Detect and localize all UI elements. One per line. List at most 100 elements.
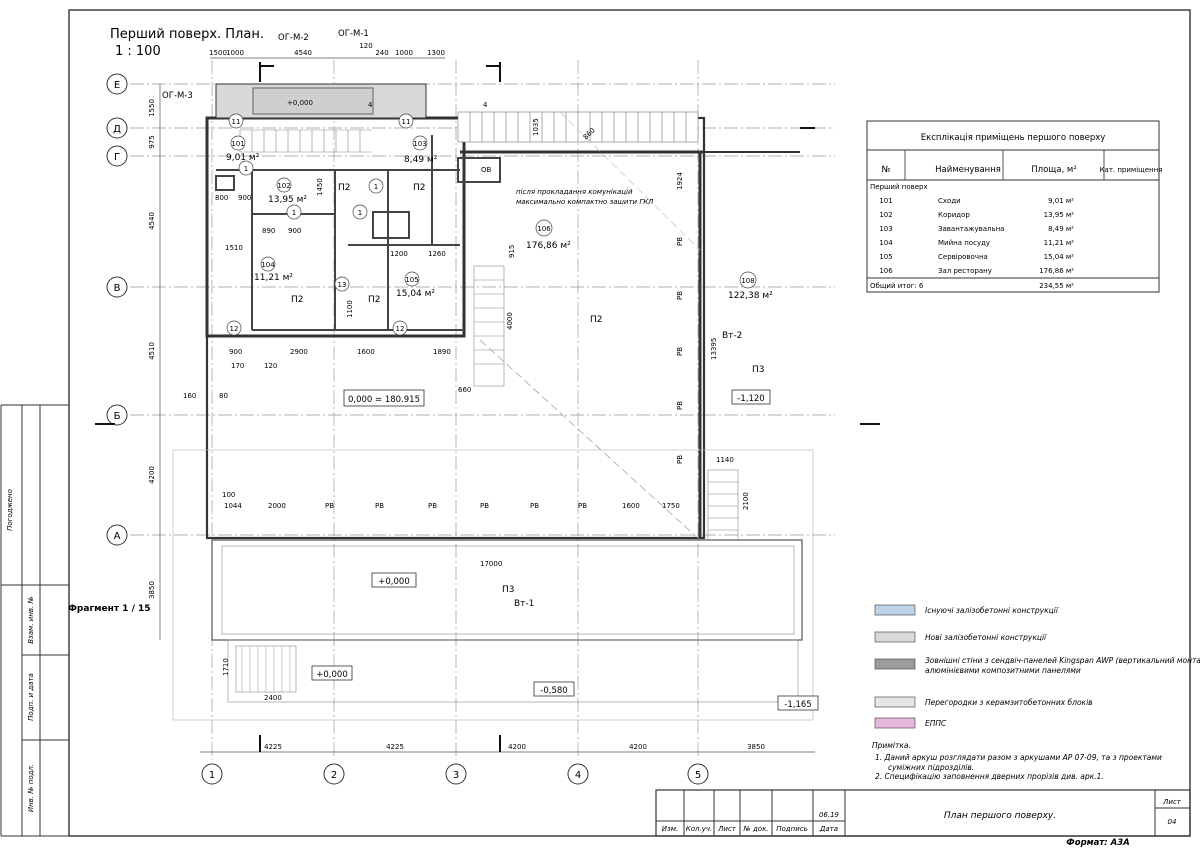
level-top: +0,000 xyxy=(287,99,313,107)
axis-v: В xyxy=(114,283,121,294)
level-main: 0,000 = 180.915 xyxy=(348,395,420,405)
level-terrace: +0,000 xyxy=(378,577,409,587)
svg-text:1924: 1924 xyxy=(676,172,684,190)
svg-text:1890: 1890 xyxy=(433,348,451,356)
axis-3: 3 xyxy=(453,770,459,781)
axis-5: 5 xyxy=(695,770,701,781)
svg-text:Завантажувальна: Завантажувальна xyxy=(938,225,1004,233)
building-outline xyxy=(205,116,800,540)
svg-text:12: 12 xyxy=(396,325,405,333)
svg-text:П2: П2 xyxy=(413,183,426,193)
axis-grid-lines xyxy=(130,60,835,760)
svg-text:915: 915 xyxy=(508,245,516,258)
bottom-dimension-chain: 4225 4225 4200 4200 3850 xyxy=(200,743,815,753)
top-dimension-chain: 1500 1000 4540 120 240 1000 1300 xyxy=(209,42,445,59)
svg-text:1. Даний аркуш розглядати раз: 1. Даний аркуш розглядати разом з аркуша… xyxy=(875,753,1162,762)
svg-text:ОВ: ОВ xyxy=(481,166,492,174)
axis-g: Г xyxy=(114,152,120,163)
svg-text:1100: 1100 xyxy=(346,300,354,318)
svg-text:П2: П2 xyxy=(590,315,603,325)
axis-1: 1 xyxy=(209,770,215,781)
svg-text:170: 170 xyxy=(231,362,244,370)
stamp-title: План першого поверху. xyxy=(944,811,1056,821)
svg-text:4225: 4225 xyxy=(264,743,282,751)
plan-title: Перший поверх. План. xyxy=(110,27,264,42)
svg-text:4540: 4540 xyxy=(148,212,156,230)
svg-text:13,95 м²: 13,95 м² xyxy=(1044,211,1075,219)
notes: Примітка. 1. Даний аркуш розглядати разо… xyxy=(872,741,1162,781)
svg-text:1500: 1500 xyxy=(209,49,227,57)
svg-text:Зал ресторану: Зал ресторану xyxy=(938,267,992,275)
svg-text:2. Специфікацію заповнення дв: 2. Специфікацію заповнення дверних прорі… xyxy=(875,772,1104,781)
svg-text:9,01 м²: 9,01 м² xyxy=(1048,197,1074,205)
section-cut-markers xyxy=(95,62,880,752)
svg-text:900: 900 xyxy=(238,194,251,202)
svg-text:1: 1 xyxy=(244,165,248,173)
svg-text:4540: 4540 xyxy=(294,49,312,57)
svg-text:11,21 м²: 11,21 м² xyxy=(1044,239,1075,247)
svg-text:1750: 1750 xyxy=(662,502,680,510)
svg-text:РВ: РВ xyxy=(325,502,334,510)
svg-text:900: 900 xyxy=(229,348,242,356)
interior-partitions xyxy=(215,135,501,331)
svg-text:суміжних підрозділів.: суміжних підрозділів. xyxy=(888,763,974,772)
svg-text:Изм.: Изм. xyxy=(662,825,678,833)
svg-text:1200: 1200 xyxy=(390,250,408,258)
svg-text:4200: 4200 xyxy=(148,466,156,484)
svg-text:4: 4 xyxy=(483,101,488,109)
svg-text:800: 800 xyxy=(215,194,228,202)
svg-text:240: 240 xyxy=(375,49,388,57)
svg-text:1710: 1710 xyxy=(222,658,230,676)
stamp-format: Формат: А3А xyxy=(1066,838,1129,848)
room-labels: 101 9,01 м² 103 8,49 м² 102 13,95 м² 104… xyxy=(226,135,773,301)
svg-text:106: 106 xyxy=(537,225,551,233)
stair-101 xyxy=(239,129,372,153)
svg-text:РВ: РВ xyxy=(530,502,539,510)
level-right: -1,120 xyxy=(737,394,764,404)
svg-text:П2: П2 xyxy=(338,183,351,193)
stair-hall xyxy=(473,265,505,387)
svg-text:1450: 1450 xyxy=(316,178,324,196)
level-low2: -0,580 xyxy=(540,686,567,696)
explication-col-name: Найменування xyxy=(935,165,1001,175)
col-axis-bubbles: 1 2 3 4 5 xyxy=(201,763,709,785)
svg-text:101: 101 xyxy=(879,197,892,205)
room-106-area: 176,86 м² xyxy=(526,241,571,251)
svg-text:1: 1 xyxy=(292,209,296,217)
notes-title: Примітка. xyxy=(872,741,911,750)
sidebar-replace-inv: Взам. инв. № xyxy=(27,596,35,644)
svg-text:2100: 2100 xyxy=(742,492,750,510)
section-og-m-1: ОГ-М-1 xyxy=(338,29,369,39)
axis-b: Б xyxy=(114,411,121,422)
svg-text:№ док.: № док. xyxy=(742,825,768,833)
axis-e: Е xyxy=(114,80,120,91)
svg-text:1600: 1600 xyxy=(357,348,375,356)
explication-col-cat: Кат. приміщення xyxy=(1100,166,1163,174)
explication-col-area: Площа, м² xyxy=(1031,165,1076,175)
room-108-area: 122,38 м² xyxy=(728,291,773,301)
svg-text:1300: 1300 xyxy=(427,49,445,57)
svg-text:120: 120 xyxy=(359,42,372,50)
svg-text:Нові залізобетонні конструкції: Нові залізобетонні конструкції xyxy=(925,633,1047,642)
svg-text:1140: 1140 xyxy=(716,456,734,464)
svg-text:1550: 1550 xyxy=(148,99,156,117)
svg-text:660: 660 xyxy=(458,386,471,394)
svg-text:13395: 13395 xyxy=(710,338,718,360)
svg-text:80: 80 xyxy=(219,392,228,400)
explication-section: Перший поверх xyxy=(870,183,928,191)
svg-text:105: 105 xyxy=(405,276,418,284)
svg-text:104: 104 xyxy=(261,261,275,269)
svg-text:1000: 1000 xyxy=(226,49,244,57)
svg-text:1600: 1600 xyxy=(622,502,640,510)
room-101-area: 9,01 м² xyxy=(226,153,260,163)
room-103-area: 8,49 м² xyxy=(404,155,438,165)
axis-d: Д xyxy=(113,124,121,135)
svg-text:РВ: РВ xyxy=(676,291,684,300)
stamp-date: 06.19 xyxy=(819,811,840,819)
svg-text:100: 100 xyxy=(222,491,235,499)
svg-text:2000: 2000 xyxy=(268,502,286,510)
level-markers: 0,000 = 180.915 +0,000 +0,000 -0,580 -1,… xyxy=(311,389,819,711)
ramp-top xyxy=(457,111,699,143)
svg-text:105: 105 xyxy=(879,253,892,261)
